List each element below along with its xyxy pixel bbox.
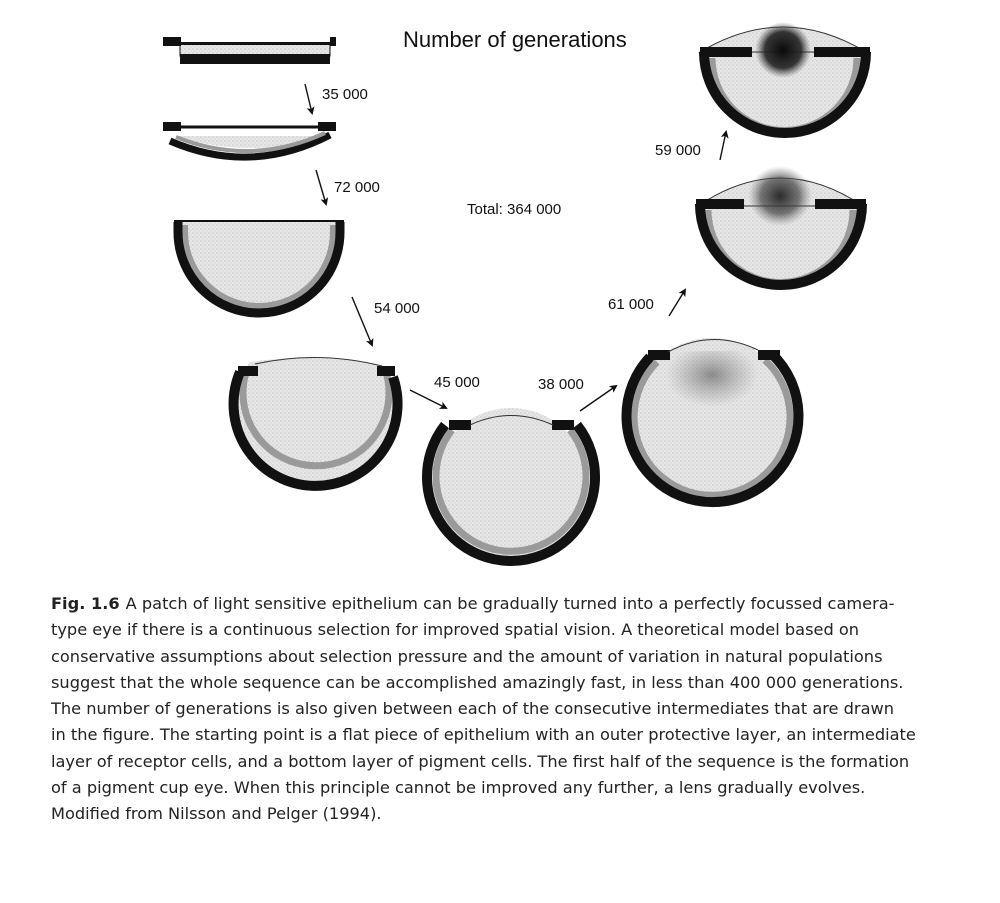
eye-stage-7-intermediate-lens	[695, 166, 867, 290]
diagram-title: Number of generations	[403, 27, 627, 52]
caption-line: layer of receptor cells, and a bottom la…	[51, 751, 910, 771]
caption-line: conservative assumptions about selection…	[51, 646, 883, 666]
figure-caption: Fig. 1.6 A patch of light sensitive epith…	[51, 591, 971, 828]
caption-line: Fig. 1.6 A patch of light sensitive epith…	[51, 591, 971, 617]
generations-label-3: 54 000	[374, 300, 420, 317]
arrow-stage-6-to-7	[668, 288, 687, 317]
caption-line: The number of generations is also given …	[51, 699, 894, 719]
caption-line: type eye if there is a continuous select…	[51, 620, 860, 640]
total-label: Total: 364 000	[467, 201, 561, 218]
generations-label-7: 59 000	[655, 142, 701, 159]
caption-line: Modified from Nilsson and Pelger (1994).	[51, 804, 382, 824]
eye-stage-4-deep-cup	[228, 357, 403, 491]
generations-label-5: 38 000	[538, 376, 584, 393]
arrow-stage-3-to-4	[351, 296, 374, 347]
caption-line: suggest that the whole sequence can be a…	[51, 672, 904, 692]
eye-stage-1-flat-patch	[163, 37, 336, 64]
eye-stage-3-half-cup	[173, 220, 345, 318]
generations-label-2: 72 000	[334, 179, 380, 196]
caption-text: A patch of light sensitive epithelium ca…	[125, 594, 895, 613]
generations-label-1: 35 000	[322, 86, 368, 103]
arrow-stage-1-to-2	[304, 83, 315, 115]
generations-label-6: 61 000	[608, 296, 654, 313]
eye-stage-8-camera-eye	[698, 22, 871, 138]
arrow-stage-2-to-3	[315, 169, 329, 206]
eye-stage-5-pinhole-cup	[422, 408, 600, 566]
eye-stage-2-shallow-cup	[163, 122, 336, 161]
eye-stage-6-early-lens	[621, 338, 804, 508]
arrow-stage-5-to-6	[579, 384, 618, 412]
eye-evolution-diagram: Number of generations Total: 364 000	[163, 22, 871, 566]
caption-line: in the figure. The starting point is a f…	[51, 725, 916, 745]
arrow-stage-7-to-8	[719, 130, 729, 161]
generations-label-4: 45 000	[434, 374, 480, 391]
figure-label: Fig. 1.6	[51, 594, 120, 613]
arrow-stage-4-to-5	[409, 389, 448, 409]
caption-line: of a pigment cup eye. When this principl…	[51, 778, 866, 798]
